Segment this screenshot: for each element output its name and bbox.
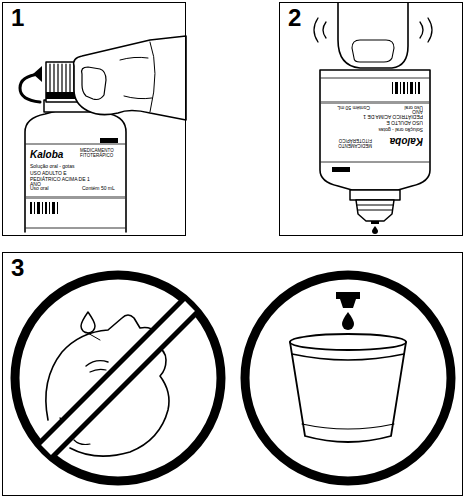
rotation-arrow-part bbox=[20, 74, 40, 102]
allowed-symbol-part bbox=[342, 312, 354, 330]
prohibited-symbol-part bbox=[74, 440, 90, 445]
bottle-inverted bbox=[320, 70, 430, 234]
bottle-open-part bbox=[25, 110, 126, 232]
bottle-open-part-part bbox=[37, 202, 40, 214]
bottle-inverted-part-part bbox=[403, 82, 405, 94]
finger-part bbox=[428, 18, 432, 42]
bottle-open-part-part bbox=[30, 202, 32, 214]
bottle-open-part-part bbox=[57, 64, 58, 92]
bottle-inverted-part bbox=[356, 200, 394, 221]
hand-part bbox=[82, 67, 106, 100]
hand-part bbox=[124, 96, 152, 99]
bottle-inverted-part bbox=[350, 190, 400, 200]
bottle-open-part bbox=[100, 138, 118, 143]
bottle-open-part bbox=[26, 144, 125, 145]
bottle-inverted-part bbox=[392, 82, 420, 94]
prohibited-symbol-part bbox=[46, 306, 190, 450]
step-number: 1 bbox=[11, 6, 24, 30]
bottle-inverted-part bbox=[357, 205, 393, 206]
allowed-symbol-part bbox=[302, 424, 394, 429]
bottle-inverted-part-part bbox=[418, 82, 420, 94]
bottle-inverted-part bbox=[321, 78, 429, 79]
step-number: 2 bbox=[288, 6, 301, 30]
allowed-symbol-part bbox=[340, 299, 356, 308]
bottle-inverted-part-part bbox=[400, 82, 401, 94]
step-panel: 3 bbox=[2, 252, 463, 496]
bottle-label-area: Kaloba MEDICAMENTO FITOTERÁPICO Solução or… bbox=[322, 76, 428, 176]
hand bbox=[74, 36, 186, 120]
package-text: Contém 50 mL bbox=[337, 105, 370, 111]
package-text: Uso oral bbox=[404, 105, 423, 111]
package-text: MEDICAMENTO FITOTERÁPICO bbox=[80, 149, 122, 159]
bottle-inverted-part bbox=[372, 226, 378, 234]
bottle-open-part bbox=[30, 202, 58, 214]
rotation-arrow-part bbox=[33, 66, 42, 82]
bottle-open-part-part bbox=[52, 202, 55, 214]
bottle-open-part-part bbox=[49, 202, 50, 214]
package-text: MEDICAMENTO FITOTERÁPICO bbox=[328, 137, 372, 147]
bottle-open-part-part bbox=[45, 202, 47, 214]
bottle-open-part-part bbox=[57, 202, 58, 214]
bottle-open-part bbox=[50, 64, 74, 92]
hand-part bbox=[74, 36, 186, 120]
package-text: USO ADULTO E PEDIÁTRICO ACIMA DE 1 ANO bbox=[355, 109, 423, 126]
bottle-inverted-part bbox=[358, 210, 392, 211]
hand-part bbox=[120, 57, 148, 60]
bottle-open-part bbox=[26, 196, 125, 199]
bottle-inverted-part-part bbox=[407, 82, 408, 94]
prohibited-symbol-part bbox=[44, 304, 192, 452]
prohibited-symbol-part bbox=[86, 361, 108, 366]
bottle-inverted-part-part bbox=[415, 82, 416, 94]
allowed-symbol-part bbox=[245, 275, 451, 481]
step-panel: 1 bbox=[2, 2, 186, 236]
finger-part bbox=[314, 18, 318, 42]
bottle-open-part-part bbox=[53, 64, 54, 92]
brand-name: Kaloba bbox=[30, 149, 63, 160]
bottle-open-part-part bbox=[69, 64, 70, 92]
bottle-open-part-part bbox=[42, 202, 43, 214]
bottle-inverted-part bbox=[371, 221, 379, 224]
step-number: 3 bbox=[11, 256, 24, 280]
rotation-arrow bbox=[20, 66, 42, 102]
prohibited-symbol-part bbox=[90, 369, 106, 372]
allowed-symbol-part bbox=[290, 342, 406, 442]
allowed-symbol-part bbox=[290, 334, 406, 350]
prohibited-symbol-part bbox=[81, 312, 95, 333]
bottle-inverted-part-part bbox=[392, 82, 393, 94]
package-text: Solução oral - gotas bbox=[30, 164, 74, 170]
brand-name: Kaloba bbox=[390, 136, 423, 147]
bottle-inverted-part bbox=[332, 167, 350, 172]
bottle-inverted-part-part bbox=[395, 82, 398, 94]
bottle-open-part bbox=[26, 228, 125, 229]
prohibited-symbol bbox=[15, 275, 221, 481]
finger-part bbox=[338, 3, 408, 68]
prohibited-symbol-part bbox=[86, 332, 100, 340]
prohibited-symbol-part bbox=[15, 275, 221, 481]
bottle-inverted-part bbox=[321, 101, 429, 104]
bottle-inverted-part-part bbox=[410, 82, 413, 94]
allowed-symbol bbox=[245, 275, 451, 481]
package-text: Solução oral - gotas bbox=[379, 127, 423, 133]
bottle-open-part-part bbox=[61, 64, 62, 92]
bottle-open-part-part bbox=[49, 64, 50, 92]
finger-part bbox=[420, 22, 423, 38]
finger bbox=[314, 3, 432, 68]
allowed-symbol-part bbox=[336, 292, 360, 299]
package-text: Uso oral bbox=[30, 186, 49, 192]
allowed-symbol-part bbox=[292, 354, 404, 360]
bottle-open-part-part bbox=[34, 202, 35, 214]
package-text: Contém 50 mL bbox=[82, 186, 115, 192]
finger-part bbox=[352, 40, 394, 62]
hand-part bbox=[150, 42, 155, 112]
finger-part bbox=[323, 22, 326, 38]
bottle-inverted-part bbox=[321, 162, 429, 163]
bottle-open-part-part bbox=[65, 64, 66, 92]
bottle-inverted-part bbox=[320, 70, 430, 190]
